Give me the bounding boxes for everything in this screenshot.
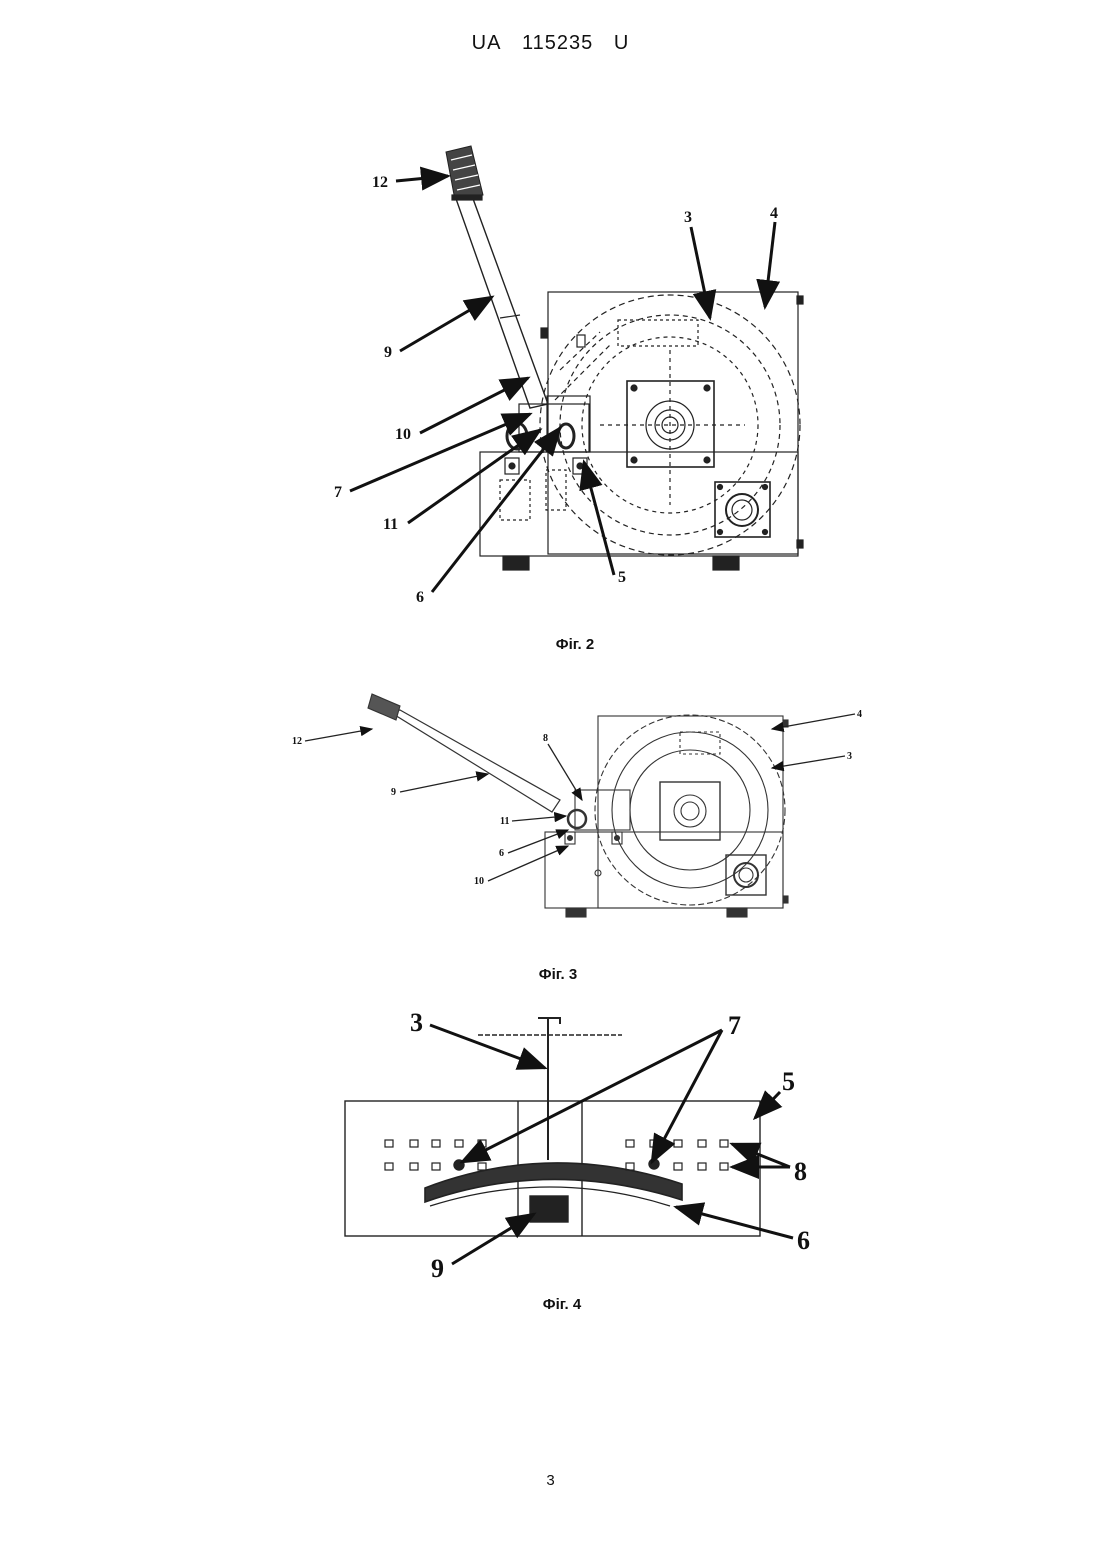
figure-3-leaders <box>305 714 855 881</box>
fig2-label-12: 12 <box>372 174 388 191</box>
figure-2-labels: 12 3 4 9 10 7 11 6 5 <box>334 174 778 606</box>
fig4-label-5: 5 <box>782 1067 795 1096</box>
figure-3-drawing <box>368 694 788 917</box>
fig2-label-11: 11 <box>383 516 398 533</box>
rod-9 <box>455 196 548 408</box>
holder-7 <box>519 404 589 452</box>
fig2-label-4: 4 <box>770 205 778 222</box>
fig2-label-3: 3 <box>684 209 692 226</box>
figure-4-labels: 3 7 5 8 6 9 <box>410 1008 810 1283</box>
base-box-fig3 <box>545 832 783 908</box>
fig3-label-9: 9 <box>391 787 396 798</box>
fig4-label-9: 9 <box>431 1254 444 1283</box>
connector-box <box>715 482 770 537</box>
drum-3-fig3 <box>595 715 785 905</box>
figure-4-leaders <box>430 1025 793 1264</box>
block-9 <box>530 1196 568 1222</box>
fig4-label-7: 7 <box>728 1011 741 1040</box>
rod-9-fig3 <box>390 710 560 812</box>
fig2-label-6: 6 <box>416 589 424 606</box>
figure-4-caption: Фіг. 4 <box>462 1296 662 1313</box>
foot-right <box>713 556 739 570</box>
fig4-label-3: 3 <box>410 1008 423 1037</box>
fig2-label-10: 10 <box>395 426 411 443</box>
fig2-label-5: 5 <box>618 569 626 586</box>
fig3-label-10: 10 <box>474 876 484 887</box>
fig4-label-8: 8 <box>794 1157 807 1186</box>
figure-4-drawing <box>345 1018 760 1236</box>
figure-3-caption: Фіг. 3 <box>458 966 658 983</box>
fig3-label-4: 4 <box>857 709 862 720</box>
ring-11-fig3 <box>568 810 586 828</box>
figure-2-caption: Фіг. 2 <box>475 636 675 653</box>
figure-2-leaders <box>350 176 775 592</box>
fig4-label-6: 6 <box>797 1226 810 1255</box>
fig3-label-12: 12 <box>292 736 302 747</box>
fig2-label-9: 9 <box>384 344 392 361</box>
fig2-label-7: 7 <box>334 484 342 501</box>
grip-12-fig3 <box>368 694 400 720</box>
fig3-label-6: 6 <box>499 848 504 859</box>
fig3-label-8: 8 <box>543 733 548 744</box>
foot-left <box>503 556 529 570</box>
grip-12 <box>446 146 483 200</box>
figure-3-labels: 12 8 4 3 9 11 6 10 <box>292 709 862 887</box>
fig3-label-11: 11 <box>500 816 509 827</box>
page-number: 3 <box>0 1472 1101 1489</box>
fig3-label-3: 3 <box>847 751 852 762</box>
